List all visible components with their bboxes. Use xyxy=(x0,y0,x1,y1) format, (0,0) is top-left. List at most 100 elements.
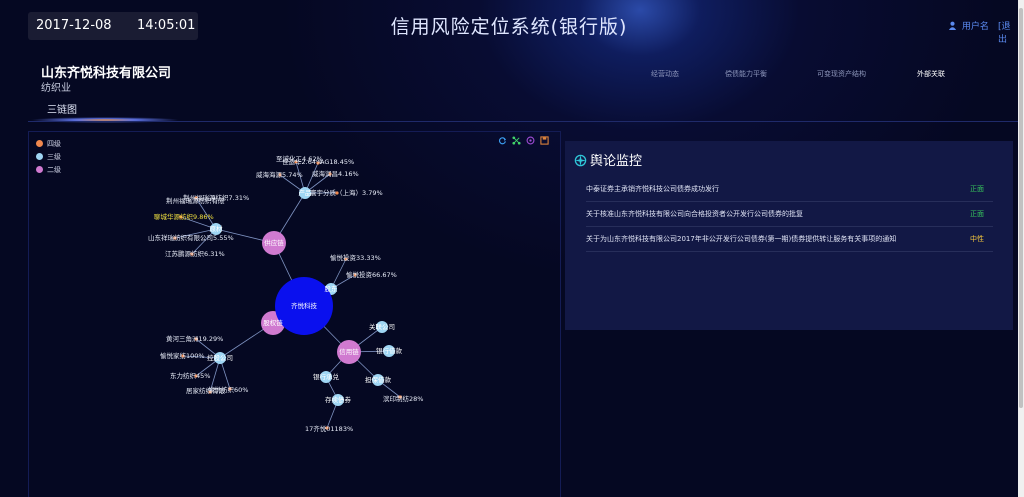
news-item[interactable]: 中泰证券主承销齐悦科技公司债券成功发行 正面 xyxy=(586,177,993,202)
leaf-node xyxy=(190,252,194,256)
leaf-label: AG18.45% xyxy=(320,158,354,166)
leaf-node xyxy=(208,390,212,394)
leaf-label: 黄河三角洲19.29% xyxy=(166,334,223,343)
leaf-node xyxy=(194,196,198,200)
nav-solvency-balance[interactable]: 偿债能力平衡 xyxy=(725,70,767,78)
leaf-label: 荆州福瑞源纺织有限 xyxy=(166,196,225,205)
hub-equity-label: 股权链 xyxy=(263,318,283,327)
scrollbar-thumb[interactable] xyxy=(1019,8,1023,408)
sentiment-title-text: 舆论监控 xyxy=(590,154,643,169)
company-name: 山东齐悦科技有限公司 xyxy=(41,66,172,81)
node-credit-sub5 xyxy=(332,394,344,406)
page-scrollbar[interactable] xyxy=(1018,0,1024,497)
node-supply-sub2 xyxy=(299,187,311,199)
node-credit-sub1 xyxy=(376,321,388,333)
leaf-label: 至诚化工4.62% xyxy=(276,154,323,163)
sentiment-panel-title: 舆论监控 xyxy=(574,150,642,169)
news-item[interactable]: 关于核准山东齐悦科技有限公司向合格投资者公开发行公司债券的批复 正面 xyxy=(586,202,993,227)
sentiment-badge: 正面 xyxy=(970,210,984,218)
nav-business-dynamics[interactable]: 经营动态 xyxy=(651,70,679,78)
leaf-node xyxy=(181,354,185,358)
leaf-node xyxy=(398,395,402,399)
user-icon xyxy=(948,21,957,30)
leaf-label: 荆州福瑞源纺织7.31% xyxy=(183,193,249,202)
legend-label: 三级 xyxy=(47,153,61,161)
industry-label: 纺织业 xyxy=(41,83,71,94)
refresh-icon[interactable] xyxy=(498,136,507,145)
graph-edge xyxy=(174,228,217,239)
time-text: 14:05:01 xyxy=(137,18,196,33)
leaf-label: 山东祥瑞纺织有限公司5.55% xyxy=(148,233,234,242)
node-label: 存续债券 xyxy=(325,395,352,404)
leaf-node xyxy=(194,374,198,378)
leaf-node xyxy=(179,215,183,219)
leaf-label: 愉悦投资66.67% xyxy=(346,270,397,279)
news-item-text: 关于核准山东齐悦科技有限公司向合格投资者公开发行公司债券的批复 xyxy=(586,210,803,218)
node-label: 担保借款 xyxy=(365,375,392,384)
legend-label: 四级 xyxy=(47,140,61,148)
restore-icon[interactable] xyxy=(526,136,535,145)
leaf-node xyxy=(328,172,332,176)
node-label: 控股公司 xyxy=(207,353,233,362)
node-label: 股东 xyxy=(325,284,339,293)
page-title: 信用风险定位系统(银行版) xyxy=(390,16,628,38)
node-equity-sub xyxy=(214,352,226,364)
compass-icon xyxy=(574,154,587,167)
node-credit-sub3 xyxy=(372,374,384,386)
legend-item-level4[interactable]: 四级 xyxy=(36,139,61,149)
date-text: 2017-12-08 xyxy=(36,18,112,33)
leaf-label: 威海润昌4.16% xyxy=(312,169,359,178)
leaf-label: 东力纺织45% xyxy=(170,371,210,380)
hub-credit-label: 信用链 xyxy=(339,347,359,356)
legend-item-level2[interactable]: 二级 xyxy=(36,165,61,175)
logout-link[interactable]: [退出 xyxy=(998,22,1011,45)
header-divider xyxy=(28,121,1018,122)
active-tab-glow xyxy=(30,117,180,123)
leaf-label: 愉悦纺织60% xyxy=(208,385,248,394)
leaf-label: 寰宇分质（上海）3.79% xyxy=(310,188,383,197)
leaf-node xyxy=(325,426,329,430)
leaf-node xyxy=(335,191,339,195)
graph-edge xyxy=(195,197,217,230)
sentiment-panel xyxy=(565,141,1013,330)
graph-panel xyxy=(28,131,561,497)
datetime-box: 2017-12-08 14:05:01 xyxy=(28,12,198,40)
leaf-label: 威海海源5.74% xyxy=(256,170,303,179)
leaf-label: 江苏鹏源纺织6.31% xyxy=(165,249,225,258)
nav-liquid-assets[interactable]: 可变现资产结构 xyxy=(817,70,866,78)
node-label: 银行承兑 xyxy=(313,372,340,381)
leaf-node xyxy=(316,161,320,165)
node-label: 银行借款 xyxy=(376,346,403,355)
user-menu[interactable]: 用户名 xyxy=(948,19,989,32)
news-item[interactable]: 关于为山东齐悦科技有限公司2017年非公开发行公司债券(第一期)债券提供转让服务… xyxy=(586,227,993,252)
graph-leaf-dots xyxy=(173,160,402,430)
sentiment-badge: 正面 xyxy=(970,185,984,193)
leaf-label: 佳运华2.64% xyxy=(282,157,322,166)
node-label: 关联公司 xyxy=(369,322,395,331)
legend-label: 二级 xyxy=(47,166,61,174)
leaf-label: 17齐悦01183% xyxy=(305,424,353,433)
leaf-node xyxy=(278,173,282,177)
sentiment-badge: 中性 xyxy=(970,235,984,243)
network-icon[interactable] xyxy=(512,136,521,145)
node-label: 产品 xyxy=(299,188,312,197)
tab-three-chain[interactable]: 三链图 xyxy=(47,105,77,116)
legend-dot-level2 xyxy=(36,166,43,173)
leaf-label: 愉悦投资33.33% xyxy=(330,253,381,262)
node-credit-sub4 xyxy=(320,371,332,383)
leaf-label: 愉悦家纺100% xyxy=(160,351,205,360)
news-item-text: 中泰证券主承销齐悦科技公司债券成功发行 xyxy=(586,185,719,193)
leaf-label: 聊城华源纺织9.86% xyxy=(154,212,214,221)
leaf-node xyxy=(353,273,357,277)
node-supply-sub1 xyxy=(210,223,222,235)
leaf-node xyxy=(228,387,232,391)
leaf-node xyxy=(344,257,348,261)
graph-level3-nodes xyxy=(210,187,395,406)
nav-external-relations[interactable]: 外部关联 xyxy=(917,70,945,78)
save-icon[interactable] xyxy=(540,136,549,145)
leaf-label: 滨印制纺28% xyxy=(383,394,423,403)
legend-item-level3[interactable]: 三级 xyxy=(36,152,61,162)
user-name-label: 用户名 xyxy=(961,22,989,32)
